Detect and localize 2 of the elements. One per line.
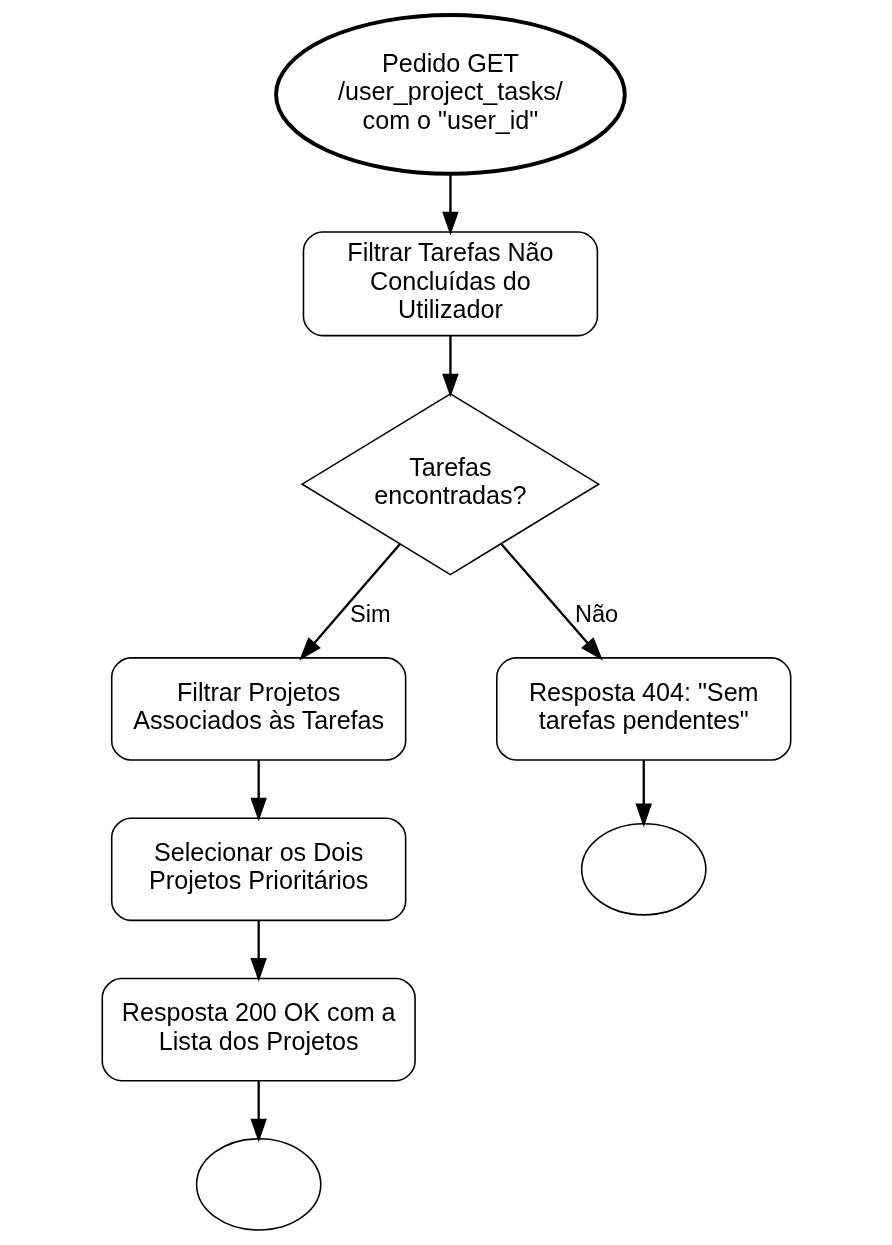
edge-label: Não xyxy=(574,600,618,627)
edge-label: Sim xyxy=(349,600,391,627)
